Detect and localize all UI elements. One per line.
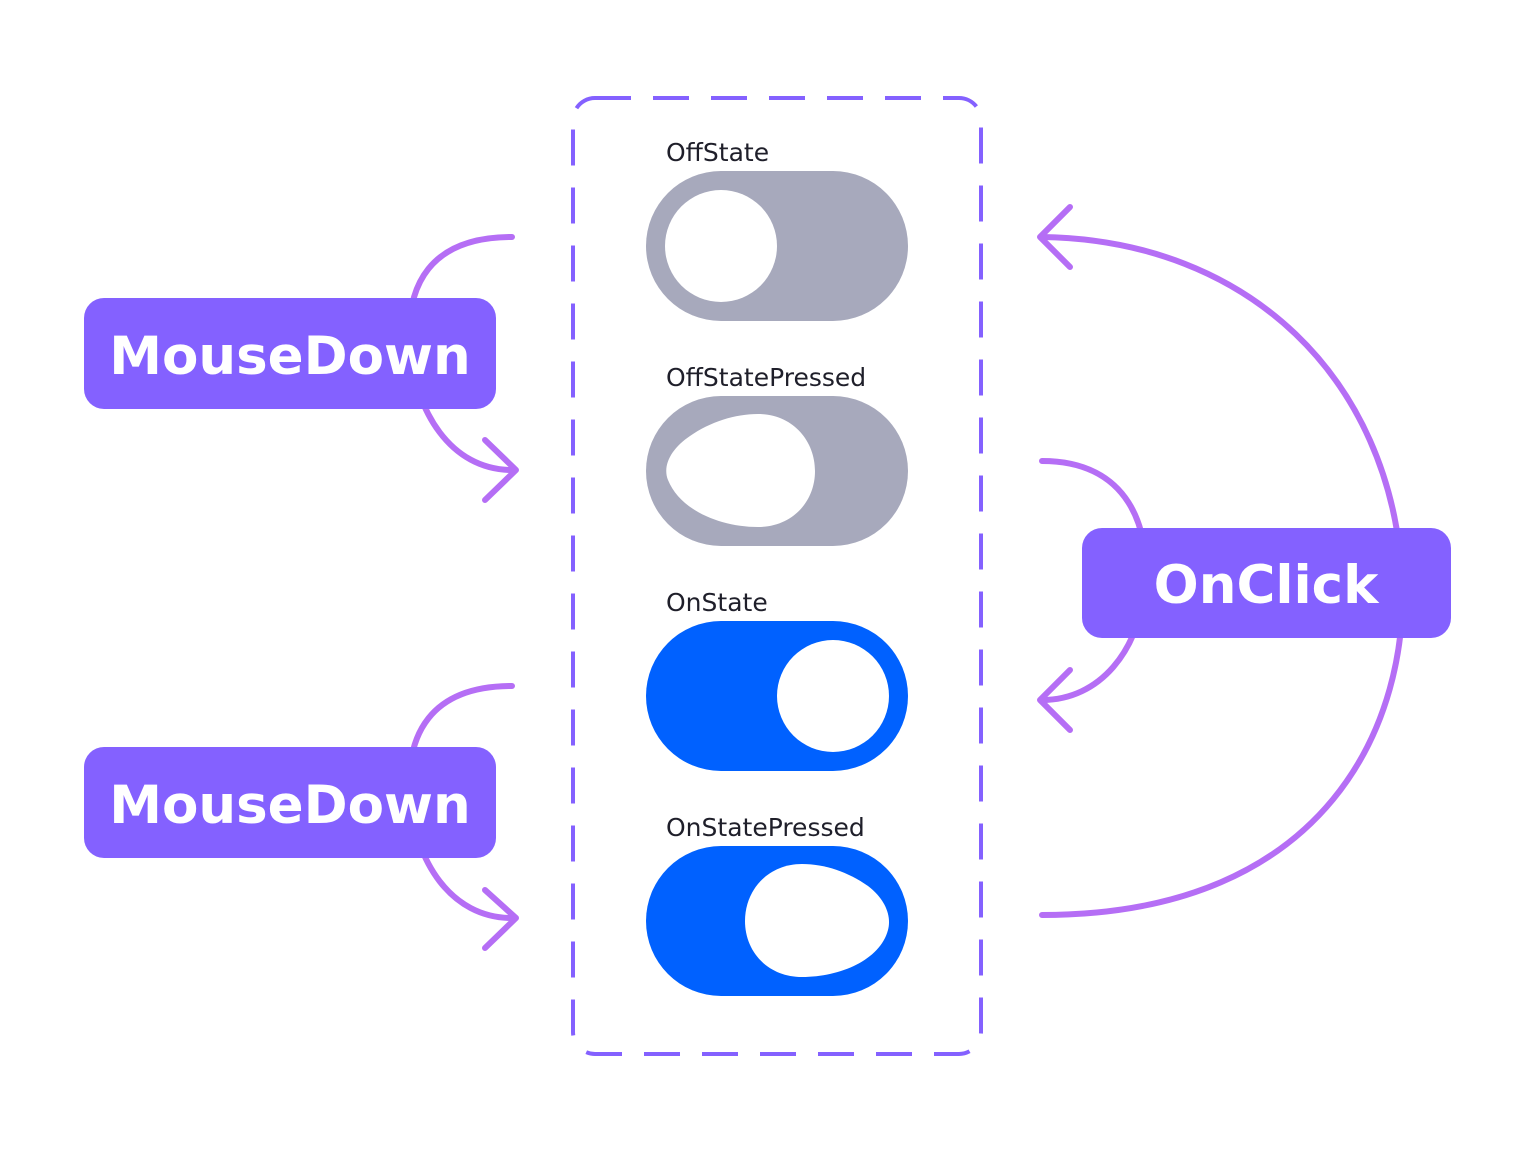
state-off-pressed-label: OffStatePressed [666, 363, 866, 392]
toggle-knob-pressed [666, 414, 815, 527]
state-group-frame [571, 96, 983, 1056]
state-on-pressed-label: OnStatePressed [666, 813, 865, 842]
onclick-event: OnClick [1082, 528, 1451, 638]
mousedown-bottom-label: MouseDown [109, 775, 470, 836]
state-off-label: OffState [666, 138, 769, 167]
state-off: OffState [646, 138, 908, 321]
toggle-knob-pressed [745, 864, 890, 977]
state-on-pressed: OnStatePressed [646, 813, 908, 996]
mousedown-top-label: MouseDown [109, 326, 470, 387]
state-on: OnState [646, 588, 908, 771]
state-off-pressed: OffStatePressed [646, 363, 908, 546]
onclick-label: OnClick [1154, 555, 1380, 616]
mousedown-bottom-event: MouseDown [84, 747, 496, 858]
state-on-label: OnState [666, 588, 768, 617]
mousedown-top-event: MouseDown [84, 298, 496, 409]
toggle-knob [665, 190, 777, 302]
toggle-knob [777, 640, 889, 752]
